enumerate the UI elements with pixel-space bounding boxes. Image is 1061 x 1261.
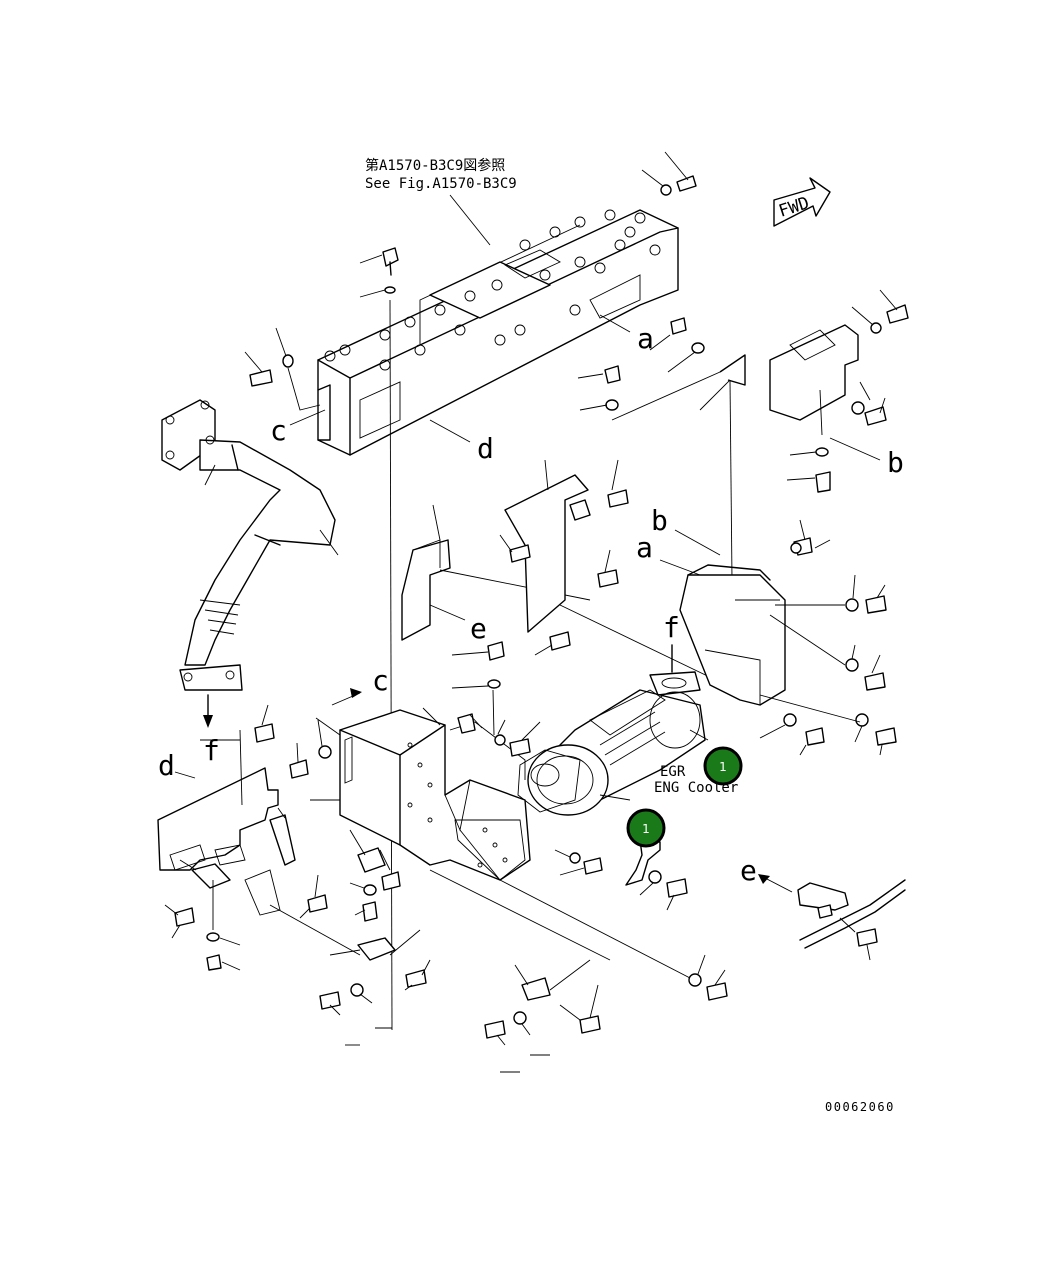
upper-frame: [317, 209, 679, 456]
support-strap: [554, 839, 688, 911]
callout-badge-1b[interactable]: 1: [626, 808, 666, 848]
see-fig-leader: [449, 194, 491, 246]
left-lower-plate: [157, 729, 279, 871]
label-a-mid: a: [636, 531, 653, 564]
lower-left-parts: [164, 704, 361, 971]
fwd-arrow: FWD: [773, 177, 831, 227]
see-fig-en: See Fig.A1570-B3C9: [365, 176, 517, 192]
upper-right-bracket: [611, 324, 887, 581]
label-e-lower: e: [740, 854, 757, 887]
label-f-lower: f: [203, 734, 220, 767]
label-f-mid: f: [663, 611, 680, 644]
label-e-mid: e: [470, 612, 487, 645]
label-b-mid: b: [651, 504, 668, 537]
callout-badge-1a[interactable]: 1: [703, 746, 743, 786]
right-mid-bracket: [679, 519, 897, 756]
lower-center-frame: [310, 641, 691, 979]
egr-label: EGR: [660, 764, 686, 780]
egr-cooler: EGR ENG Cooler: [517, 671, 738, 816]
label-d-upper: d: [477, 432, 494, 465]
label-b-upper: b: [887, 446, 904, 479]
lower-center-parts: [319, 829, 431, 1046]
label-c-upper: c: [270, 414, 287, 447]
exhaust-pipe: [161, 399, 339, 728]
callout-1a-text: 1: [719, 760, 727, 774]
right-lower-bracket: [797, 879, 906, 961]
drawing-number: 00062060: [825, 1100, 895, 1114]
label-a-upper: a: [637, 322, 654, 355]
see-fig-jp: 第A1570-B3C9図参照: [365, 157, 505, 174]
callout-1b-text: 1: [642, 822, 650, 836]
lower-bottom-parts: [484, 954, 728, 1073]
center-mid-bracket: [499, 459, 721, 683]
label-c-mid: c: [372, 664, 389, 697]
label-d-lower: d: [158, 749, 175, 782]
upper-bolts: [244, 151, 909, 1031]
